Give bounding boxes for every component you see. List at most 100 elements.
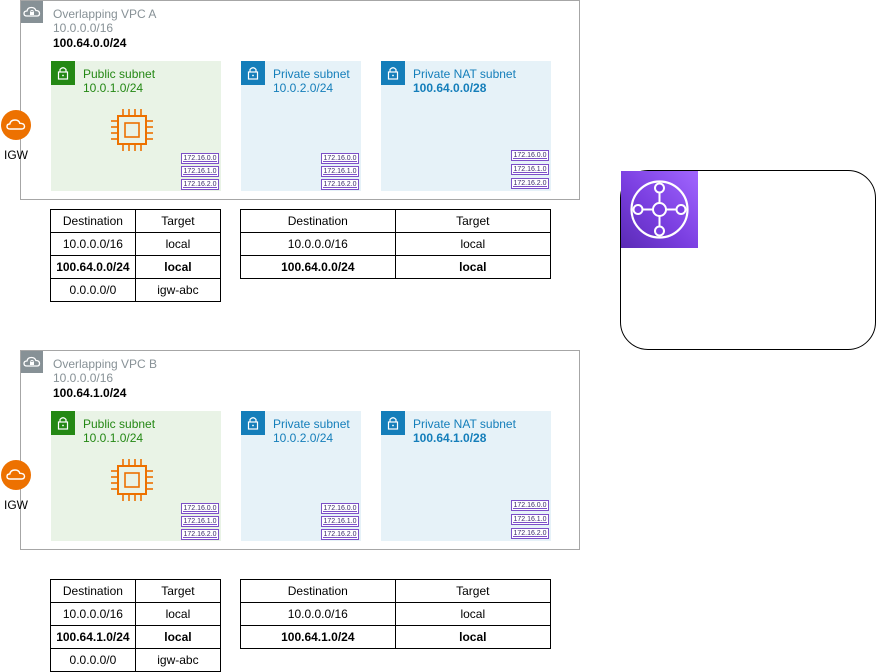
table-row: 10.0.0.0/16 local <box>50 232 222 256</box>
table-row: 0.0.0.0/0 igw-abc <box>50 648 222 672</box>
subnet-cidr: 10.0.2.0/24 <box>273 81 334 95</box>
target-cell: local <box>394 255 552 279</box>
table-header-row: Destination Target <box>50 579 222 603</box>
table-row: 10.0.0.0/16 local <box>240 232 552 256</box>
ec2-chip-icon <box>109 457 155 508</box>
network-interface-icon: 172.16.2.0 <box>511 178 549 189</box>
padlock-icon <box>381 61 405 85</box>
table-row: 100.64.0.0/24 local <box>240 255 552 279</box>
column-header-destination: Destination <box>50 209 136 233</box>
network-interface-icon: 172.16.0.0 <box>511 500 549 511</box>
network-interface-icon: 172.16.2.0 <box>321 529 359 540</box>
vpc-secondary-cidr: 100.64.0.0/24 <box>53 36 127 50</box>
target-cell: local <box>134 625 222 649</box>
route-table-a-public: Destination Target 10.0.0.0/16 local 100… <box>50 209 222 302</box>
column-header-target: Target <box>394 209 552 233</box>
network-interface-icon: 172.16.1.0 <box>321 516 359 527</box>
padlock-icon <box>241 411 265 435</box>
column-header-target: Target <box>134 209 222 233</box>
route-table-a-private: Destination Target 10.0.0.0/16 local 100… <box>240 209 552 279</box>
target-cell: local <box>394 232 552 256</box>
private-nat-subnet: Private NAT subnet 100.64.0.0/28 172.16.… <box>381 61 551 191</box>
destination-cell: 100.64.0.0/24 <box>50 255 136 279</box>
route-table-b-private: Destination Target 10.0.0.0/16 local 100… <box>240 579 552 649</box>
column-header-target: Target <box>134 579 222 603</box>
padlock-icon <box>51 411 75 435</box>
network-interface-icon: 172.16.1.0 <box>321 166 359 177</box>
subnet-cidr: 100.64.0.0/28 <box>413 81 487 95</box>
vpc-cidr: 10.0.0.0/16 <box>53 371 114 385</box>
network-interface-icon: 172.16.0.0 <box>321 153 359 164</box>
network-interface-icon: 172.16.2.0 <box>181 529 219 540</box>
internet-gateway-cloud-icon <box>0 459 32 491</box>
network-interface-icon: 172.16.0.0 <box>321 503 359 514</box>
network-interface-icon: 172.16.2.0 <box>181 179 219 190</box>
padlock-icon <box>51 61 75 85</box>
public-subnet: Public subnet 10.0.1.0/24 172.16.0.0 172… <box>51 411 221 541</box>
vpc-cloud-lock-icon <box>21 1 43 23</box>
target-cell: local <box>394 625 552 649</box>
subnet-cidr: 10.0.2.0/24 <box>273 431 334 445</box>
internet-gateway-cloud-icon <box>0 109 32 141</box>
table-row: 10.0.0.0/16 local <box>50 602 222 626</box>
subnet-name: Private subnet <box>273 67 350 81</box>
subnet-name: Private subnet <box>273 417 350 431</box>
route-table-b-public: Destination Target 10.0.0.0/16 local 100… <box>50 579 222 672</box>
network-interface-icon: 172.16.0.0 <box>181 153 219 164</box>
network-interface-icon: 172.16.1.0 <box>181 516 219 527</box>
target-cell: local <box>134 232 222 256</box>
padlock-icon <box>241 61 265 85</box>
table-header-row: Destination Target <box>240 579 552 603</box>
table-header-row: Destination Target <box>240 209 552 233</box>
private-nat-subnet: Private NAT subnet 100.64.1.0/28 172.16.… <box>381 411 551 541</box>
network-interface-icon: 172.16.1.0 <box>181 166 219 177</box>
target-cell: local <box>134 255 222 279</box>
target-cell: local <box>134 602 222 626</box>
table-row: 0.0.0.0/0 igw-abc <box>50 278 222 302</box>
subnet-cidr: 10.0.1.0/24 <box>83 81 144 95</box>
vpc-title: Overlapping VPC A <box>53 7 157 21</box>
target-cell: igw-abc <box>134 648 222 672</box>
network-interface-icon: 172.16.1.0 <box>511 164 549 175</box>
destination-cell: 10.0.0.0/16 <box>50 602 136 626</box>
destination-cell: 0.0.0.0/0 <box>50 278 136 302</box>
subnet-name: Private NAT subnet <box>413 67 516 81</box>
column-header-destination: Destination <box>240 209 396 233</box>
table-row: 10.0.0.0/16 local <box>240 602 552 626</box>
destination-cell: 0.0.0.0/0 <box>50 648 136 672</box>
subnet-name: Public subnet <box>83 417 156 431</box>
table-header-row: Destination Target <box>50 209 222 233</box>
private-subnet: Private subnet 10.0.2.0/24 172.16.0.0 17… <box>241 61 361 191</box>
target-cell: igw-abc <box>134 278 222 302</box>
network-interface-icon: 172.16.2.0 <box>511 528 549 539</box>
network-interface-icon: 172.16.1.0 <box>511 514 549 525</box>
table-row: 100.64.1.0/24 local <box>50 625 222 649</box>
vpc-secondary-cidr: 100.64.1.0/24 <box>53 386 127 400</box>
subnet-name: Public subnet <box>83 67 156 81</box>
table-row: 100.64.1.0/24 local <box>240 625 552 649</box>
target-cell: local <box>394 602 552 626</box>
vpc-a-container: Overlapping VPC A 10.0.0.0/16 100.64.0.0… <box>20 0 580 200</box>
column-header-target: Target <box>394 579 552 603</box>
vpc-b-container: Overlapping VPC B 10.0.0.0/16 100.64.1.0… <box>20 350 580 550</box>
destination-cell: 10.0.0.0/16 <box>240 602 396 626</box>
vpc-title: Overlapping VPC B <box>53 357 158 371</box>
destination-cell: 100.64.0.0/24 <box>240 255 396 279</box>
network-interface-icon: 172.16.0.0 <box>181 503 219 514</box>
subnet-name: Private NAT subnet <box>413 417 516 431</box>
public-subnet: Public subnet 10.0.1.0/24 172.16.0.0 172… <box>51 61 221 191</box>
destination-cell: 10.0.0.0/16 <box>240 232 396 256</box>
igw-label: IGW <box>4 498 28 512</box>
vpc-cloud-lock-icon <box>21 351 43 373</box>
subnet-cidr: 10.0.1.0/24 <box>83 431 144 445</box>
padlock-icon <box>381 411 405 435</box>
subnet-cidr: 100.64.1.0/28 <box>413 431 487 445</box>
igw-label: IGW <box>4 148 28 162</box>
destination-cell: 100.64.1.0/24 <box>50 625 136 649</box>
destination-cell: 100.64.1.0/24 <box>240 625 396 649</box>
ec2-chip-icon <box>109 107 155 158</box>
table-row: 100.64.0.0/24 local <box>50 255 222 279</box>
column-header-destination: Destination <box>240 579 396 603</box>
destination-cell: 10.0.0.0/16 <box>50 232 136 256</box>
transit-gateway-icon <box>621 171 698 248</box>
